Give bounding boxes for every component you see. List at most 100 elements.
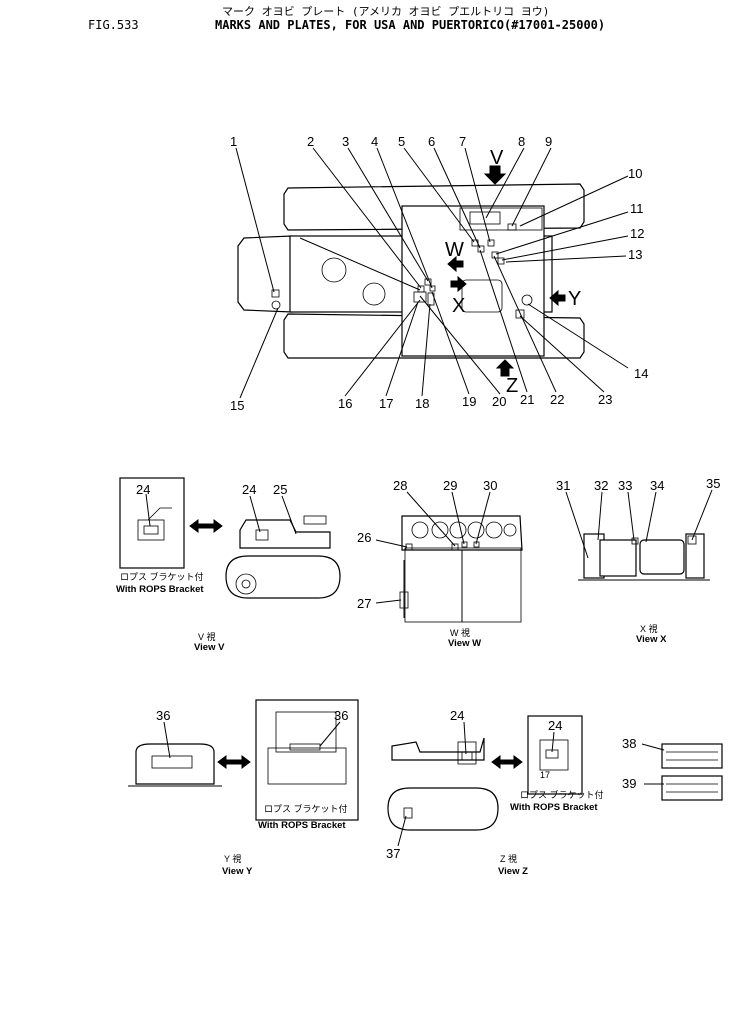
view-y-rops-en: With ROPS Bracket bbox=[258, 820, 346, 831]
callout-25: 25 bbox=[273, 482, 287, 497]
plate-15 bbox=[271, 300, 281, 310]
view-z: 17 bbox=[387, 715, 583, 847]
plate-18 bbox=[427, 292, 435, 306]
view-x-caption-jp: X 視 bbox=[640, 623, 658, 634]
view-v-idler-hub bbox=[241, 579, 251, 589]
view-w-arrow-icon bbox=[447, 255, 464, 273]
callout-36-y: 36 bbox=[156, 708, 170, 723]
view-y-caption-en: View Y bbox=[222, 866, 253, 877]
plate-38 bbox=[661, 743, 723, 769]
figure-number: FIG.533 bbox=[88, 18, 139, 32]
callout-17: 17 bbox=[379, 396, 393, 411]
title-english: MARKS AND PLATES, FOR USA AND PUERTORICO… bbox=[215, 18, 606, 32]
view-x-callouts: 31 32 33 34 35 bbox=[556, 476, 720, 493]
callout-20: 20 bbox=[492, 394, 506, 409]
view-letters: V W X Y Z bbox=[445, 147, 581, 397]
plate-36-inset bbox=[289, 743, 321, 751]
callout-34: 34 bbox=[650, 478, 664, 493]
callout-24-z: 24 bbox=[450, 708, 464, 723]
view-letter-z: Z bbox=[506, 375, 518, 397]
callout-11: 11 bbox=[630, 201, 644, 216]
callout-30: 30 bbox=[483, 478, 497, 493]
view-w-cab-front bbox=[404, 547, 522, 623]
plate-29 bbox=[461, 541, 468, 548]
callout-24-v: 24 bbox=[242, 482, 256, 497]
view-v-rops-jp: ロプス ブラケット付 bbox=[120, 571, 204, 582]
plate-23 bbox=[515, 309, 525, 319]
callout-16: 16 bbox=[338, 396, 352, 411]
view-w-gauge-1 bbox=[411, 521, 429, 539]
plates-38-39 bbox=[641, 743, 723, 801]
callout-23: 23 bbox=[598, 392, 612, 407]
view-v-idler bbox=[235, 573, 257, 595]
plan-view bbox=[235, 147, 629, 399]
view-z-hood bbox=[391, 737, 485, 761]
view-z-rops-jp: ロプス ブラケット付 bbox=[520, 789, 604, 800]
callout-12: 12 bbox=[630, 226, 644, 241]
callout-29: 29 bbox=[443, 478, 457, 493]
plate-24-inset bbox=[143, 525, 159, 535]
callout-28: 28 bbox=[393, 478, 407, 493]
plates-callouts: 38 39 bbox=[622, 736, 636, 791]
view-v-caption-en: View V bbox=[194, 642, 225, 653]
callout-37: 37 bbox=[386, 846, 400, 861]
callout-18: 18 bbox=[415, 396, 429, 411]
view-v-track bbox=[225, 555, 341, 599]
view-w-caption-en: View W bbox=[448, 638, 481, 649]
plan-view-callouts: 1 2 3 4 5 6 7 8 9 10 11 12 13 14 15 16 1… bbox=[230, 134, 648, 413]
view-y-caption-jp: Y 視 bbox=[224, 853, 241, 864]
fuel-cap bbox=[362, 282, 386, 306]
callout-3: 3 bbox=[342, 134, 349, 149]
callout-9: 9 bbox=[545, 134, 552, 149]
plate-17 bbox=[413, 291, 427, 303]
callout-26: 26 bbox=[357, 530, 371, 545]
blade bbox=[237, 235, 297, 313]
cab-roof bbox=[459, 207, 543, 231]
callout-4: 4 bbox=[371, 134, 378, 149]
callout-24-z-inset: 24 bbox=[548, 718, 562, 733]
view-v-cab-rail bbox=[303, 515, 327, 525]
view-w-callouts: 26 27 28 29 30 bbox=[357, 478, 497, 611]
view-v-caption-jp: V 視 bbox=[198, 631, 216, 642]
view-x-seat bbox=[639, 539, 685, 575]
view-y-double-arrow-icon bbox=[217, 755, 251, 769]
view-w-gauge-5 bbox=[485, 521, 503, 539]
callout-38: 38 bbox=[622, 736, 636, 751]
view-v-inset-bracket bbox=[147, 507, 172, 521]
view-z-track bbox=[387, 787, 499, 831]
callout-1: 1 bbox=[230, 134, 237, 149]
view-letter-v: V bbox=[490, 147, 504, 169]
view-x-caption-en: View X bbox=[636, 634, 667, 645]
title-japanese: マーク オヨビ プレート (アメリカ オヨビ プエルトリコ ヨウ) bbox=[222, 5, 550, 18]
view-z-caption-jp: Z 視 bbox=[500, 853, 517, 864]
plate-7 bbox=[487, 239, 495, 247]
view-w-gauge-2 bbox=[431, 521, 449, 539]
callout-7: 7 bbox=[459, 134, 466, 149]
callout-14: 14 bbox=[634, 366, 648, 381]
plate-39 bbox=[661, 775, 723, 801]
view-y-rops-body bbox=[267, 747, 347, 785]
cab-outline bbox=[401, 205, 545, 357]
view-w bbox=[375, 491, 523, 623]
view-z-inset-plate bbox=[539, 739, 569, 771]
plate-9 bbox=[507, 223, 517, 231]
callout-6: 6 bbox=[428, 134, 435, 149]
callout-22: 22 bbox=[550, 392, 564, 407]
view-x-console bbox=[599, 539, 637, 577]
callout-5: 5 bbox=[398, 134, 405, 149]
callout-39: 39 bbox=[622, 776, 636, 791]
callout-10: 10 bbox=[628, 166, 642, 181]
plate-4 bbox=[429, 285, 436, 292]
plate-37 bbox=[403, 807, 413, 819]
plate-24-z bbox=[461, 751, 473, 761]
callout-33: 33 bbox=[618, 478, 632, 493]
callout-13: 13 bbox=[628, 247, 642, 262]
view-w-caption-jp: W 視 bbox=[450, 627, 470, 638]
view-v-arrow-icon bbox=[483, 165, 507, 185]
view-w-dash-panel bbox=[401, 515, 523, 551]
callout-31: 31 bbox=[556, 478, 570, 493]
callout-8: 8 bbox=[518, 134, 525, 149]
view-z-callouts: 24 24 37 bbox=[386, 708, 562, 861]
view-x bbox=[565, 489, 713, 581]
